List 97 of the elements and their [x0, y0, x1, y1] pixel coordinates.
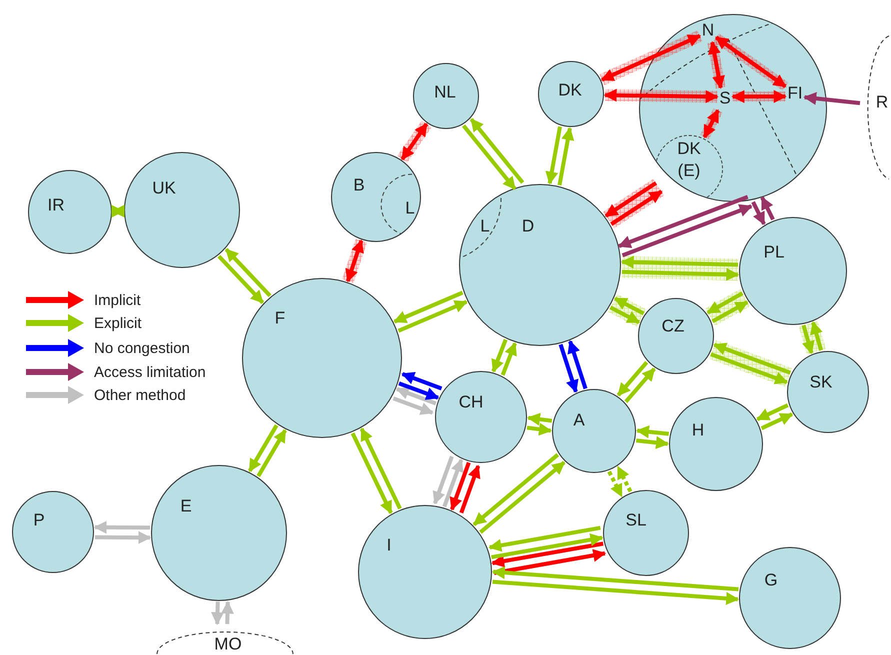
arrow: [616, 361, 648, 396]
country-label: P: [33, 512, 45, 530]
country-label: F: [274, 310, 286, 328]
arrow: [713, 342, 791, 375]
arrow: [802, 324, 814, 354]
arrow: [620, 256, 738, 269]
arrow: [760, 196, 775, 220]
country-label: CH: [458, 394, 484, 412]
arrow: [604, 181, 658, 218]
arrow: [558, 127, 574, 186]
legend-label: Other method: [94, 386, 186, 404]
arrow: [220, 600, 234, 624]
arrow: [491, 533, 604, 560]
legend-label: No congestion: [94, 340, 190, 356]
arrow: [488, 526, 601, 552]
arrow: [459, 464, 480, 514]
arrow: [527, 412, 552, 426]
arrow: [350, 432, 393, 514]
arrow: [636, 425, 669, 438]
arrow: [462, 124, 516, 190]
country-label: CZ: [662, 318, 684, 336]
arrow: [614, 296, 645, 316]
country-circle: [638, 298, 714, 374]
arrow: [803, 92, 860, 106]
arrow: [712, 300, 748, 324]
country-label: IR: [48, 196, 64, 216]
country-label: A: [573, 412, 585, 430]
country-label: G: [764, 572, 778, 590]
arrow: [491, 338, 508, 373]
arrow: [710, 352, 788, 384]
arrow: [756, 403, 789, 422]
arrow: [94, 520, 150, 534]
arrow: [545, 126, 562, 185]
arrow: [401, 372, 442, 390]
arrow: [494, 549, 606, 575]
arrow: [248, 424, 278, 472]
arrow: [609, 306, 640, 324]
country-circle: [552, 389, 636, 473]
arrow: [607, 470, 624, 498]
arrow: [398, 300, 468, 333]
country-label: I: [386, 536, 392, 556]
arrow: [492, 566, 739, 592]
country-label: SK: [810, 374, 832, 392]
country-label: NL: [434, 84, 456, 102]
country-label: B: [353, 176, 365, 196]
arrow: [442, 458, 464, 508]
country-label: H: [692, 422, 704, 440]
arrow: [526, 422, 552, 436]
region-label: MO: [214, 636, 242, 654]
legend-label: Implicit: [94, 292, 141, 308]
arrow: [472, 453, 560, 526]
arrow: [636, 436, 669, 450]
arrow: [479, 460, 566, 534]
arrow: [491, 542, 604, 568]
region-label: S: [719, 90, 731, 108]
arrow: [392, 396, 434, 415]
arrow: [568, 340, 588, 390]
country-label: DK: [558, 82, 582, 100]
arrow: [432, 456, 454, 505]
arrow: [450, 462, 471, 511]
arrow: [558, 344, 578, 393]
arrow: [398, 382, 440, 400]
arrow: [470, 118, 524, 184]
arrow: [624, 368, 656, 403]
arrow: [224, 248, 272, 298]
region-label: R: [876, 94, 888, 112]
arrow: [616, 466, 632, 492]
arrow: [217, 254, 264, 304]
arrow: [256, 429, 287, 478]
arrow: [760, 412, 794, 430]
arrow: [610, 190, 663, 226]
region-label: L: [405, 200, 415, 218]
arrow: [211, 602, 224, 626]
arrow: [622, 204, 753, 258]
arrow: [111, 204, 125, 218]
country-label: SL: [626, 512, 646, 530]
arrow: [622, 268, 740, 281]
legend-label: Explicit: [94, 314, 142, 332]
arrow: [94, 531, 152, 544]
arrow: [706, 292, 744, 314]
arrow: [500, 342, 517, 376]
region-label: N: [702, 22, 714, 40]
arrow: [618, 195, 748, 248]
arrow: [492, 580, 740, 605]
arrow: [751, 201, 766, 226]
country-label: E: [180, 498, 192, 516]
region-label: FI: [787, 84, 803, 104]
arrow: [360, 428, 402, 510]
arrow: [396, 386, 437, 406]
arrow: [810, 321, 824, 351]
country-label: D: [522, 218, 534, 236]
country-label: UK: [152, 180, 176, 198]
region-label: DK (E): [676, 138, 702, 182]
legend-label: Access limitation: [94, 364, 206, 380]
region-label: L: [480, 218, 490, 236]
country-label: PL: [764, 244, 784, 262]
arrow: [393, 290, 464, 324]
